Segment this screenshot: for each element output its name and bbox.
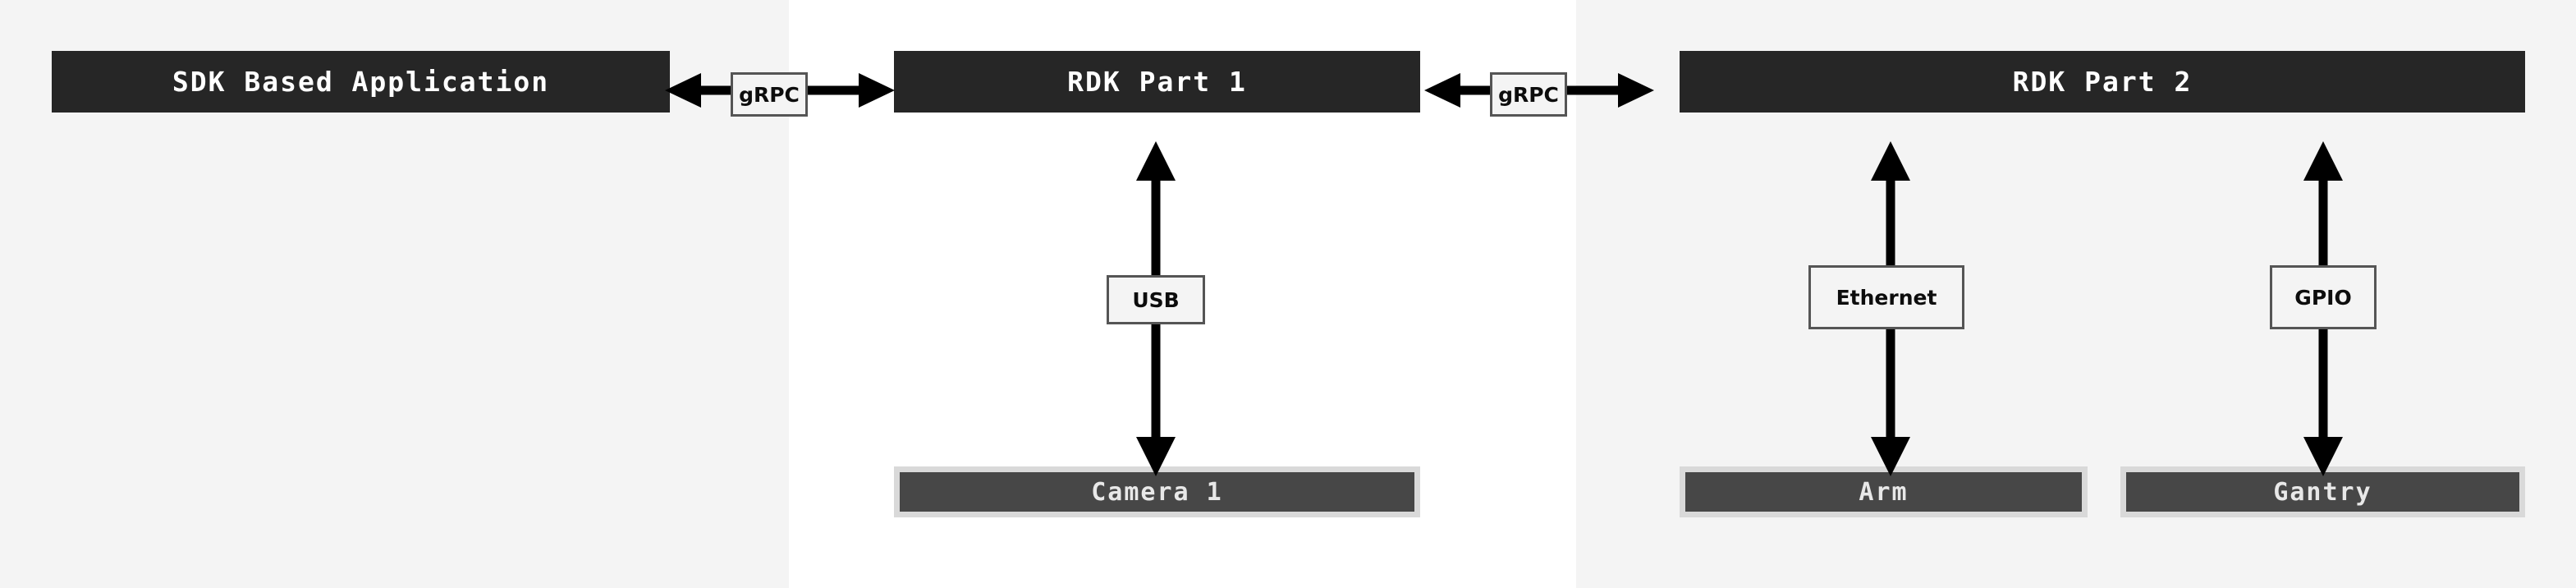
- protocol-chip-ethernet[interactable]: Ethernet: [1808, 265, 1964, 329]
- protocol-chip-gpio[interactable]: GPIO: [2270, 265, 2377, 329]
- node-arm-label: Arm: [1859, 477, 1909, 507]
- protocol-chip-grpc-sdk-rdk1[interactable]: gRPC: [731, 72, 808, 117]
- node-camera-1-inner: Camera 1: [900, 472, 1414, 512]
- node-sdk-based-application-label: SDK Based Application: [172, 66, 550, 98]
- node-gantry[interactable]: Gantry: [2120, 466, 2525, 517]
- node-rdk-part-1[interactable]: RDK Part 1: [894, 51, 1420, 113]
- protocol-chip-ethernet-label: Ethernet: [1836, 285, 1937, 310]
- protocol-chip-grpc-sdk-rdk1-label: gRPC: [739, 82, 800, 107]
- protocol-chip-grpc-rdk1-rdk2-label: gRPC: [1498, 82, 1559, 107]
- protocol-chip-grpc-rdk1-rdk2[interactable]: gRPC: [1490, 72, 1567, 117]
- node-gantry-inner: Gantry: [2126, 472, 2519, 512]
- node-camera-1-label: Camera 1: [1091, 477, 1223, 507]
- node-sdk-based-application[interactable]: SDK Based Application: [52, 51, 670, 113]
- node-arm-inner: Arm: [1685, 472, 2082, 512]
- node-camera-1[interactable]: Camera 1: [894, 466, 1420, 517]
- node-gantry-label: Gantry: [2273, 477, 2372, 507]
- node-rdk-part-2-label: RDK Part 2: [2012, 66, 2193, 98]
- node-arm[interactable]: Arm: [1680, 466, 2088, 517]
- node-rdk-part-2[interactable]: RDK Part 2: [1680, 51, 2525, 113]
- protocol-chip-usb-label: USB: [1132, 287, 1180, 312]
- protocol-chip-gpio-label: GPIO: [2294, 285, 2352, 310]
- protocol-chip-usb[interactable]: USB: [1107, 275, 1205, 324]
- node-rdk-part-1-label: RDK Part 1: [1067, 66, 1247, 98]
